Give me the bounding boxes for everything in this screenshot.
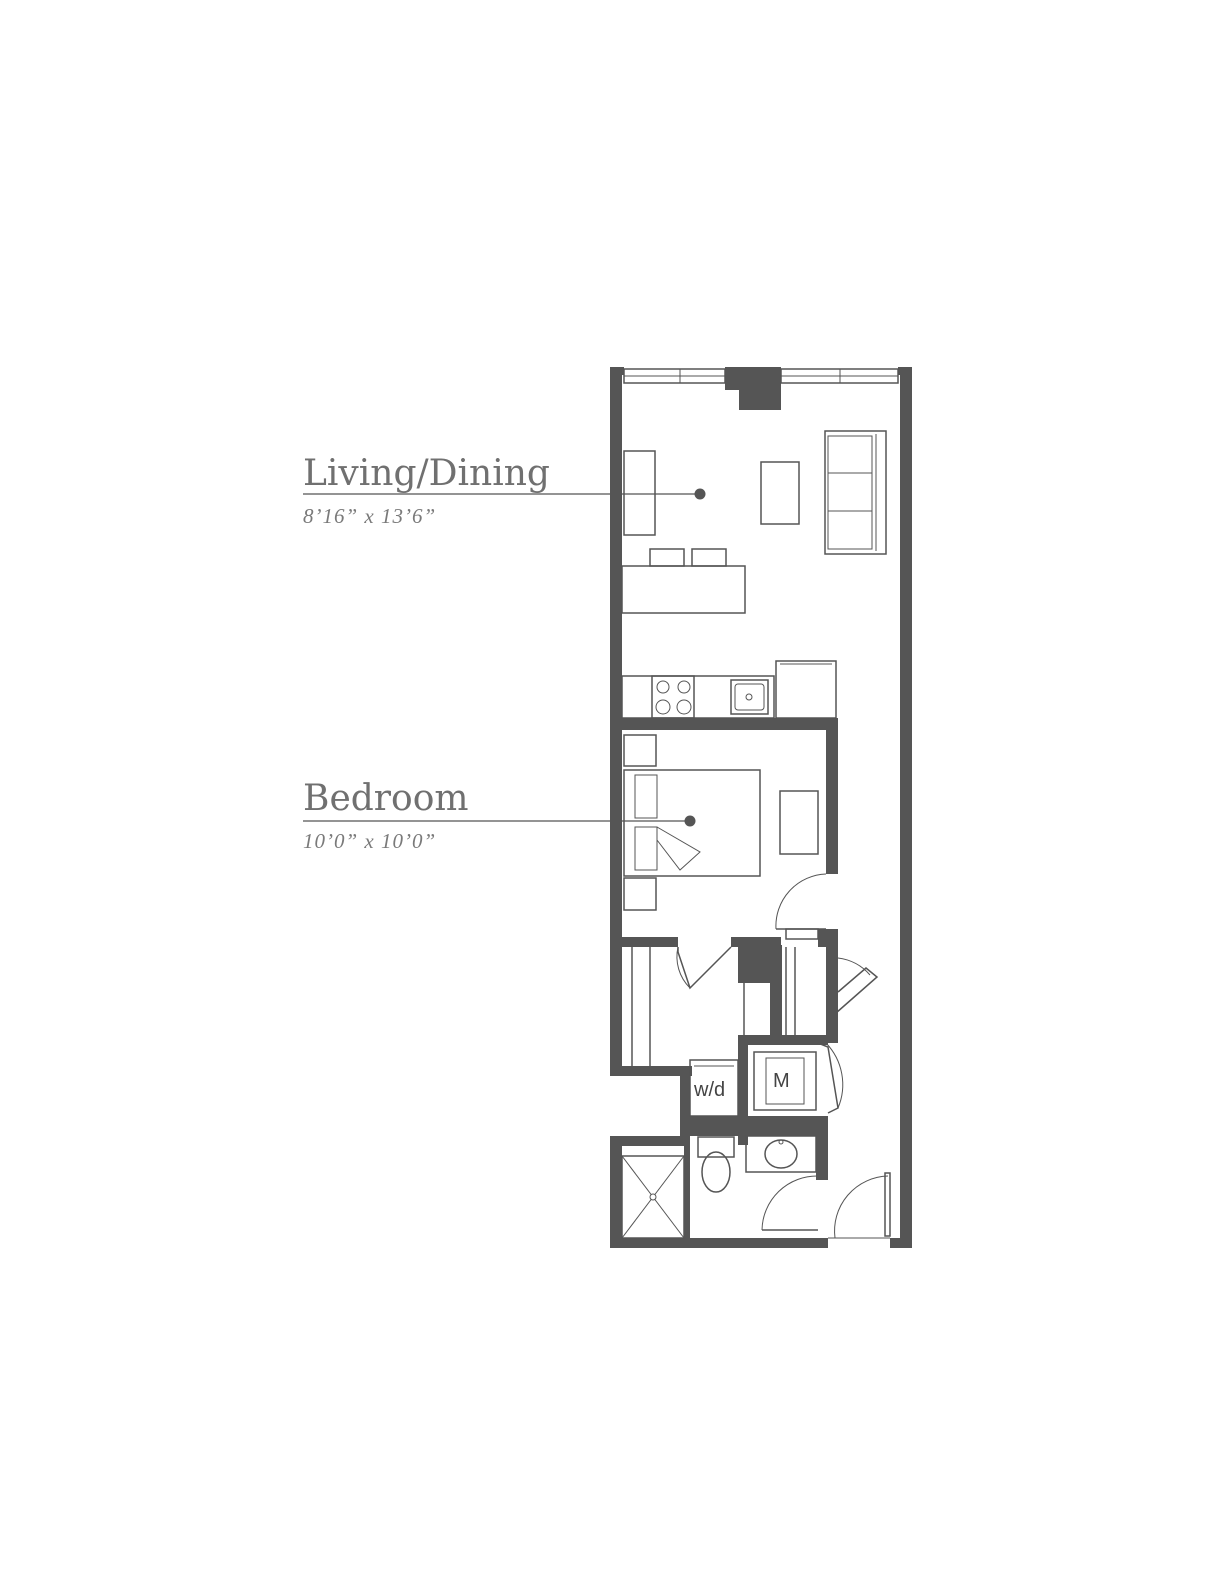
core-walls [680,945,838,1180]
bedroom-marker [684,815,696,827]
bedroom-name: Bedroom [303,778,469,819]
exterior-walls [610,367,912,1248]
stool [691,548,727,567]
counter [621,675,775,719]
living-furniture [621,430,887,614]
bedroom-walls [622,718,838,947]
windows [623,368,899,384]
bedroom-dimensions: 10’0” x 10’0” [303,829,436,853]
kitchen-sink [730,679,769,715]
living-dining-name: Living/Dining [303,453,550,494]
kitchen-island [621,565,746,614]
bedroom-furniture [623,734,819,911]
mechanical [753,1051,817,1111]
coffee-table [760,461,800,525]
living-dining-marker [694,488,706,500]
doors [676,873,891,1239]
utility: w/d M [689,1051,817,1117]
toilet-bowl [701,1151,731,1193]
nightstand [623,734,657,767]
nightstand [623,877,657,911]
mechanical-label: M [773,1070,790,1092]
kitchen [621,660,837,719]
vanity [745,1135,817,1173]
washer-dryer-label: w/d [693,1079,725,1101]
refrigerator [775,660,837,719]
living-dining-label: Living/Dining 8’16” x 13’6” [303,453,706,528]
stool [649,548,685,567]
bedroom-label: Bedroom 10’0” x 10’0” [303,778,696,853]
sofa [824,430,887,555]
washer-dryer [689,1059,739,1117]
bathroom [621,1135,817,1239]
closets [631,947,796,1066]
living-dining-dimensions: 8’16” x 13’6” [303,504,436,528]
media-console [623,450,656,536]
toilet-tank [697,1136,735,1158]
cooktop [651,675,695,719]
bed [623,769,761,877]
dresser [779,790,819,855]
